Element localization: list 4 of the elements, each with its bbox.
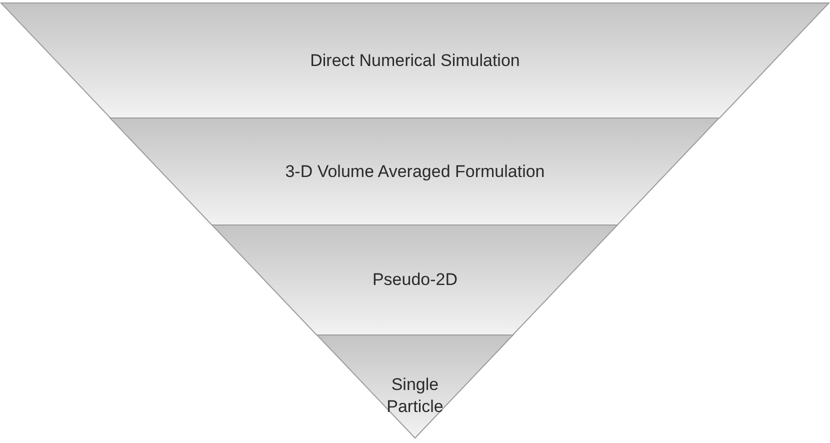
band-label: Direct Numerical Simulation — [310, 50, 520, 72]
band-label: 3-D Volume Averaged Formulation — [285, 160, 545, 182]
band-label: Single Particle — [386, 374, 444, 417]
band-label: Pseudo-2D — [372, 269, 458, 291]
